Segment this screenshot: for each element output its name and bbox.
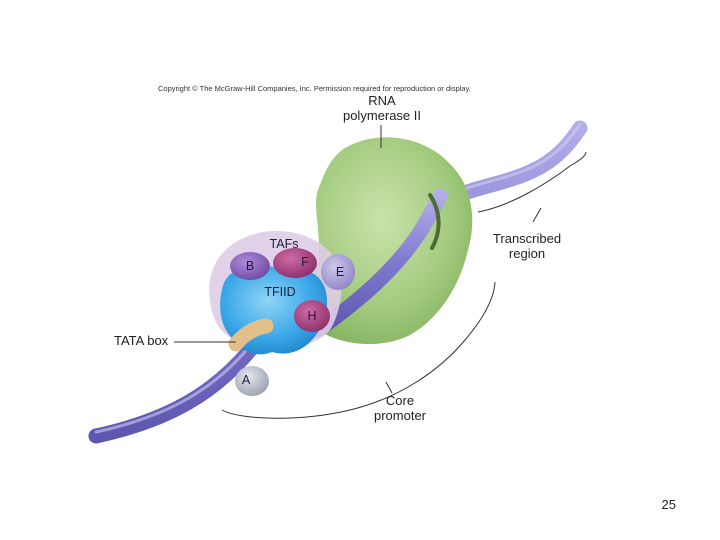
transcribed-leader xyxy=(532,207,542,223)
rna-pol-line1: RNA xyxy=(368,93,396,108)
factor-b-label: B xyxy=(245,259,255,273)
factor-b-shape xyxy=(230,252,270,280)
transcribed-line1: Transcribed xyxy=(492,231,562,246)
core-line1: Core xyxy=(385,393,415,408)
factor-f-label: F xyxy=(301,255,309,269)
rna-pol-line2: polymerase II xyxy=(342,107,422,123)
factor-e-label: E xyxy=(335,265,345,279)
transcribed-region-label: Transcribed region xyxy=(482,231,572,262)
core-promoter-bracket xyxy=(221,281,496,419)
tfiid-label: TFIID xyxy=(264,285,296,299)
tafs-label: TAFs xyxy=(269,237,299,251)
tata-box-label: TATA box xyxy=(114,333,169,348)
copyright-notice: Copyright © The McGraw-Hill Companies, I… xyxy=(158,84,471,93)
factor-h-shape xyxy=(294,300,330,332)
transcribed-bracket xyxy=(477,151,587,213)
factor-a-label: A xyxy=(241,373,251,387)
core-promoter-label: Core promoter xyxy=(362,393,438,424)
transcribed-line2: region xyxy=(508,245,546,261)
core-line2: promoter xyxy=(373,407,427,423)
rna-polymerase-label: RNA polymerase II xyxy=(330,93,434,124)
core-leader xyxy=(385,381,393,394)
tata-box-segment xyxy=(228,318,274,352)
polymerase-cleft xyxy=(428,193,441,250)
factor-e-shape xyxy=(321,254,355,290)
rna-polymerase-ii-shape xyxy=(307,137,473,345)
page-number: 25 xyxy=(661,497,676,512)
factor-f-shape xyxy=(273,248,317,278)
factor-a-shape xyxy=(235,366,269,396)
factor-h-label: H xyxy=(307,309,317,323)
